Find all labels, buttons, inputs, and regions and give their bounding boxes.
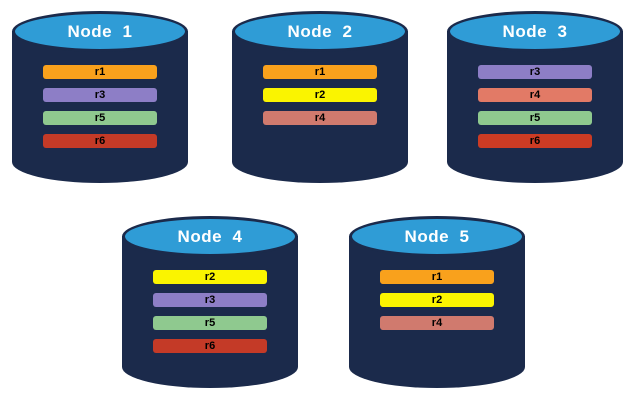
- replica-bar: r1: [263, 65, 377, 79]
- replica-label: r2: [204, 271, 216, 283]
- cylinder-body: [232, 31, 408, 183]
- replica-label: r6: [94, 135, 106, 147]
- node-cylinder-node-4: Node 4 r2 r3 r5 r6: [122, 216, 298, 388]
- node-cylinder-node-5: Node 5 r1 r2 r4: [349, 216, 525, 388]
- replica-label: r5: [529, 112, 541, 124]
- cylinder-body: [349, 236, 525, 388]
- replica-bar: r2: [263, 88, 377, 102]
- replica-list: r3 r4 r5 r6: [478, 65, 592, 148]
- cylinder-top-ellipse: Node 5: [349, 216, 525, 257]
- node-title: Node 2: [287, 21, 353, 41]
- cylinder-body: [12, 31, 188, 183]
- replica-bar: r4: [478, 88, 592, 102]
- cylinder-top-ellipse: Node 4: [122, 216, 298, 257]
- replica-list: r1 r2 r4: [380, 270, 494, 330]
- replica-bar: r1: [380, 270, 494, 284]
- replica-label: r4: [529, 89, 541, 101]
- replica-label: r4: [314, 112, 326, 124]
- replica-list: r1 r2 r4: [263, 65, 377, 125]
- replica-bar: r3: [43, 88, 157, 102]
- replica-label: r6: [204, 340, 216, 352]
- replica-bar: r5: [153, 316, 267, 330]
- replica-label: r2: [431, 294, 443, 306]
- replica-bar: r5: [478, 111, 592, 125]
- node-title: Node 3: [502, 21, 568, 41]
- replica-bar: r2: [153, 270, 267, 284]
- replica-bar: r4: [263, 111, 377, 125]
- replica-list: r1 r3 r5 r6: [43, 65, 157, 148]
- replica-bar: r4: [380, 316, 494, 330]
- replica-label: r3: [529, 66, 541, 78]
- replica-label: r6: [529, 135, 541, 147]
- replica-label: r4: [431, 317, 443, 329]
- replica-bar: r2: [380, 293, 494, 307]
- node-title: Node 4: [177, 226, 243, 246]
- replica-bar: r6: [153, 339, 267, 353]
- replica-label: r2: [314, 89, 326, 101]
- cylinder-top-ellipse: Node 3: [447, 11, 623, 52]
- replica-bar: r6: [478, 134, 592, 148]
- cylinder-body: [122, 236, 298, 388]
- node-cylinder-node-2: Node 2 r1 r2 r4: [232, 11, 408, 183]
- replica-label: r5: [94, 112, 106, 124]
- replica-bar: r3: [478, 65, 592, 79]
- node-cylinder-node-3: Node 3 r3 r4 r5 r6: [447, 11, 623, 183]
- replica-bar: r5: [43, 111, 157, 125]
- replica-bar: r6: [43, 134, 157, 148]
- node-cylinder-node-1: Node 1 r1 r3 r5 r6: [12, 11, 188, 183]
- cylinder-top-ellipse: Node 1: [12, 11, 188, 52]
- replica-list: r2 r3 r5 r6: [153, 270, 267, 353]
- replica-label: r3: [94, 89, 106, 101]
- replica-label: r3: [204, 294, 216, 306]
- replica-bar: r3: [153, 293, 267, 307]
- node-title: Node 5: [404, 226, 470, 246]
- replica-label: r1: [94, 66, 106, 78]
- cylinder-top-ellipse: Node 2: [232, 11, 408, 52]
- cylinder-body: [447, 31, 623, 183]
- replica-bar: r1: [43, 65, 157, 79]
- replica-label: r5: [204, 317, 216, 329]
- node-title: Node 1: [67, 21, 133, 41]
- replica-label: r1: [314, 66, 326, 78]
- replica-label: r1: [431, 271, 443, 283]
